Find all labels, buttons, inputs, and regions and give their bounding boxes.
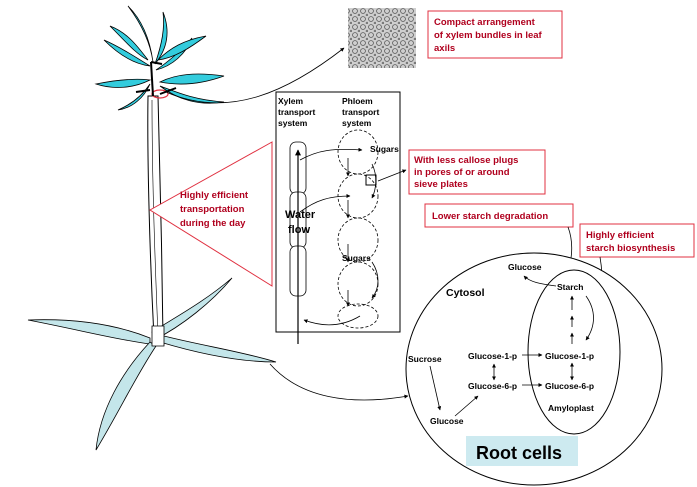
sucrose-label: Sucrose — [408, 354, 442, 364]
callout-xylem-axils-line1: Compact arrangement — [434, 17, 536, 28]
callout-callose: With less callose plugs in pores of or a… — [377, 149, 546, 195]
sugars-label-mid: Sugars — [342, 253, 371, 263]
callout-starch-biosynthesis: Highly efficient starch biosynthesis — [579, 223, 695, 319]
callout-transport-day-line1: Highly efficient — [180, 190, 249, 201]
phloem-title-line3: system — [342, 118, 372, 128]
sugars-label-top: Sugars — [370, 144, 399, 154]
callout-callose-line2: in pores of or around — [414, 167, 510, 178]
glucose-1p-amyloplast: Glucose-1-p — [545, 351, 594, 361]
starch-label: Starch — [557, 282, 583, 292]
callout-transport-day: Highly efficient transportation during t… — [149, 141, 273, 287]
xylem-title-line2: transport — [278, 107, 315, 117]
phloem-title-line1: Phloem — [342, 96, 373, 106]
plant — [27, 5, 277, 451]
glucose-bottom: Glucose — [430, 416, 464, 426]
water-flow-label-line2: flow — [288, 224, 310, 236]
xylem-title-line3: system — [278, 118, 308, 128]
phloem-flow-arrows — [299, 147, 379, 326]
callout-xylem-axils-line2: of xylem bundles in leaf — [434, 30, 543, 41]
glucose-6p-amyloplast: Glucose-6-p — [545, 381, 594, 391]
phloem-title-line2: transport — [342, 107, 379, 117]
callout-transport-day-line3: during the day — [180, 218, 246, 229]
branch-lines — [135, 61, 177, 97]
transport-panel: Xylem transport system Phloem transport … — [275, 91, 401, 344]
glucose-top: Glucose — [508, 262, 542, 272]
callout-starch-biosynthesis-line1: Highly efficient — [586, 230, 655, 241]
phloem-sieve-tubes — [337, 129, 379, 329]
lower-leaves — [27, 277, 277, 451]
callout-transport-day-line2: transportation — [180, 204, 245, 215]
callout-starch-biosynthesis-line2: starch biosynthesis — [586, 243, 675, 254]
glucose-6p-cytosol: Glucose-6-p — [468, 381, 517, 391]
callout-starch-degradation-text: Lower starch degradation — [432, 211, 548, 222]
cytosol-label: Cytosol — [446, 287, 485, 299]
callout-callose-line3: sieve plates — [414, 179, 468, 190]
root-cell: Cytosol Glucose Starch Sucrose Glucose G… — [405, 252, 663, 486]
callout-xylem-axils-line3: axils — [434, 43, 455, 54]
root-cells-label: Root cells — [476, 443, 562, 463]
water-flow-label-line1: Water — [285, 209, 316, 221]
amyloplast — [527, 269, 621, 435]
root-to-cell-arrow — [269, 363, 409, 401]
callout-xylem-axils: Compact arrangement of xylem bundles in … — [427, 10, 563, 59]
xylem-title-line1: Xylem — [278, 96, 303, 106]
callout-callose-line1: With less callose plugs — [414, 155, 518, 166]
glucose-1p-cytosol: Glucose-1-p — [468, 351, 517, 361]
amyloplast-label: Amyloplast — [548, 403, 594, 413]
metabolic-arrows — [429, 275, 594, 417]
callout-starch-degradation: Lower starch degradation — [424, 203, 574, 289]
axil-to-micrograph-arrow — [165, 47, 345, 104]
xylem-micrograph — [348, 8, 416, 68]
upper-leaves — [94, 5, 225, 111]
